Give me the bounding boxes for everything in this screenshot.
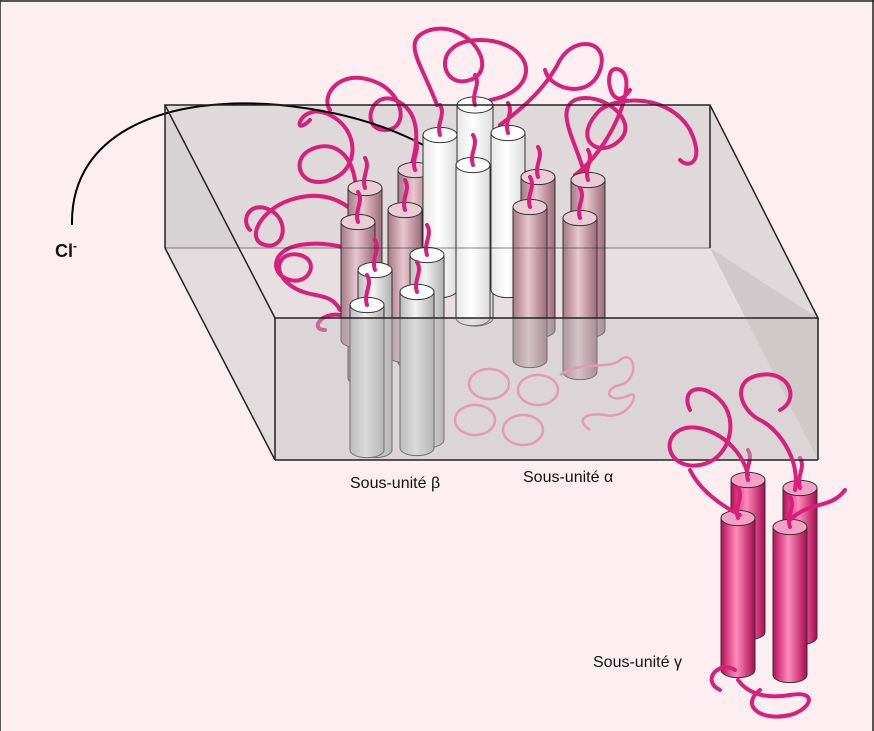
gamma-helix-cylinder xyxy=(721,488,755,678)
alpha-subunit-label: Sous-unité α xyxy=(523,469,613,486)
gamma-helix-body xyxy=(773,527,807,683)
center-helix-cylinder xyxy=(456,135,490,326)
beta-subunit-label: Sous-unité β xyxy=(350,475,440,492)
center-helix-body xyxy=(456,165,490,326)
gamma-helix-cylinder xyxy=(773,497,807,683)
gamma-subunit-label: Sous-unité γ xyxy=(593,654,682,671)
gamma-helix-body xyxy=(721,518,755,678)
